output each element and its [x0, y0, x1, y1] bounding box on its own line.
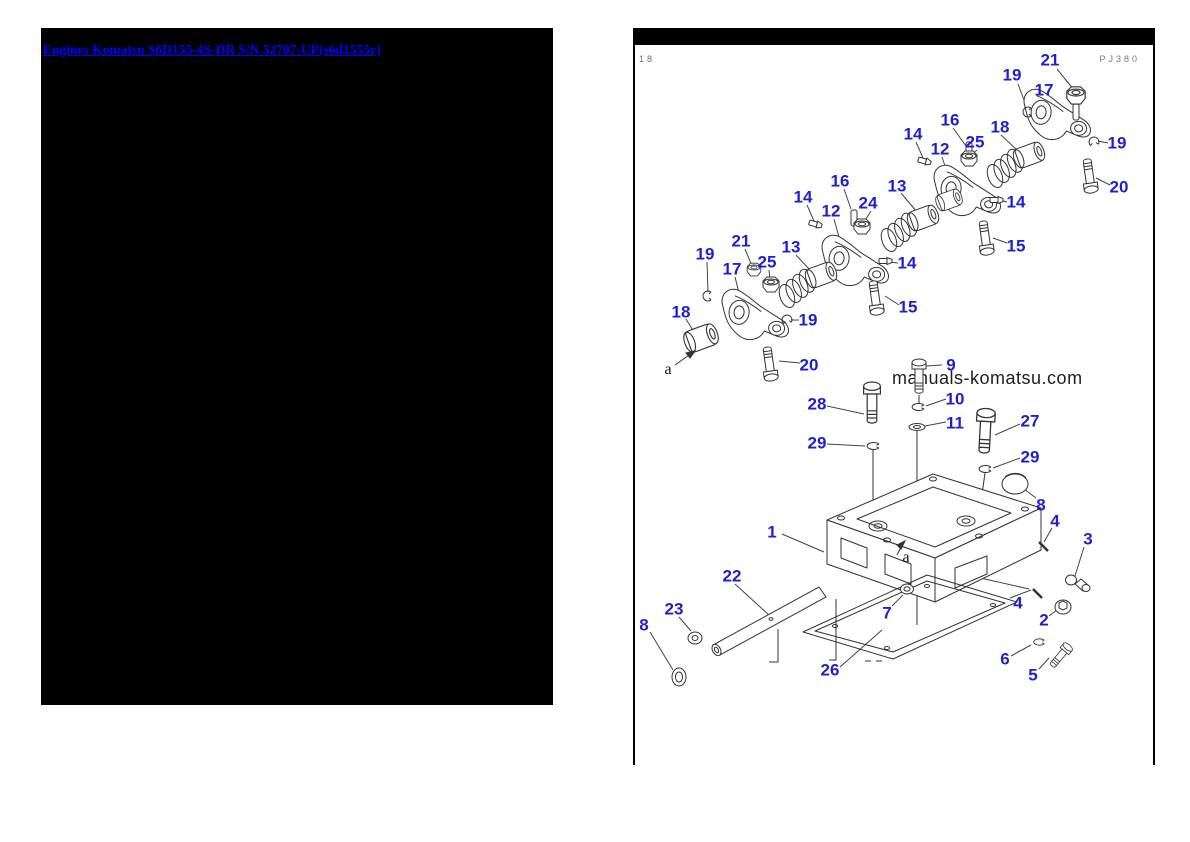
callout-label: 19 — [695, 244, 715, 264]
callout-label: 18 — [990, 117, 1010, 137]
diagram-panel: 18 PJ380 manuals-komatsu.com — [633, 28, 1155, 765]
callout-label: 15 — [898, 297, 918, 317]
callout-label: 17 — [722, 259, 742, 279]
callout-label: a — [664, 361, 672, 378]
callout-label: 19 — [1107, 133, 1127, 153]
callout-label: 21 — [1040, 50, 1060, 70]
callout-label: 14 — [897, 253, 917, 273]
callout-label: 16 — [940, 110, 960, 130]
callout-label: 20 — [799, 355, 819, 375]
callout-label: 28 — [807, 394, 827, 414]
watermark-text: manuals-komatsu.com — [892, 368, 1083, 388]
callout-label: 4 — [1013, 593, 1023, 613]
callout-label: 13 — [781, 237, 801, 257]
callout-label: 10 — [945, 389, 965, 409]
page-number: 18 — [639, 54, 656, 64]
callout-label: 13 — [887, 176, 907, 196]
callout-label: 2 — [1039, 610, 1049, 630]
callout-label: 7 — [882, 603, 892, 623]
callout-label: 16 — [830, 171, 850, 191]
left-black-panel: Engines Komatsu S6D155-4S-DR S/N 52707-U… — [41, 28, 553, 705]
callout-label: 8 — [1036, 495, 1046, 515]
callout-label: 25 — [965, 132, 985, 152]
callout-label: 14 — [793, 187, 813, 207]
breadcrumb-link[interactable]: Engines Komatsu S6D155-4S-DR S/N 52707-U… — [43, 42, 381, 57]
callout-label: 9 — [946, 355, 956, 375]
figure-code: PJ380 — [1099, 54, 1140, 64]
callout-label: 6 — [1000, 649, 1010, 669]
callout-label: 17 — [1034, 80, 1054, 100]
callout-label: 26 — [820, 660, 840, 680]
callout-label: 12 — [821, 201, 841, 221]
callout-label: 11 — [946, 413, 964, 433]
callout-label: 25 — [757, 252, 777, 272]
parts-diagram — [649, 68, 1111, 687]
callout-label: 19 — [1002, 65, 1022, 85]
callout-label: 23 — [664, 599, 684, 619]
callout-label: 29 — [807, 433, 827, 453]
callout-label: 12 — [930, 139, 950, 159]
callout-label: 27 — [1020, 411, 1040, 431]
callout-label: 18 — [671, 302, 691, 322]
callout-label: 19 — [798, 310, 818, 330]
callout-label: 29 — [1020, 447, 1040, 467]
callout-label: 3 — [1083, 529, 1093, 549]
callout-label: 5 — [1028, 665, 1038, 685]
callout-label: 14 — [903, 124, 923, 144]
callout-label: a — [902, 549, 910, 566]
callout-label: 14 — [1006, 192, 1026, 212]
callout-label: 22 — [722, 566, 742, 586]
callout-label: 21 — [731, 231, 751, 251]
callout-label: 15 — [1006, 236, 1026, 256]
diagram-top-bar — [635, 28, 1153, 45]
callout-label: 1 — [767, 522, 777, 542]
callout-label: 24 — [858, 193, 878, 213]
callout-label: 8 — [639, 615, 649, 635]
callout-label: 20 — [1109, 177, 1129, 197]
callout-label: 4 — [1050, 511, 1060, 531]
